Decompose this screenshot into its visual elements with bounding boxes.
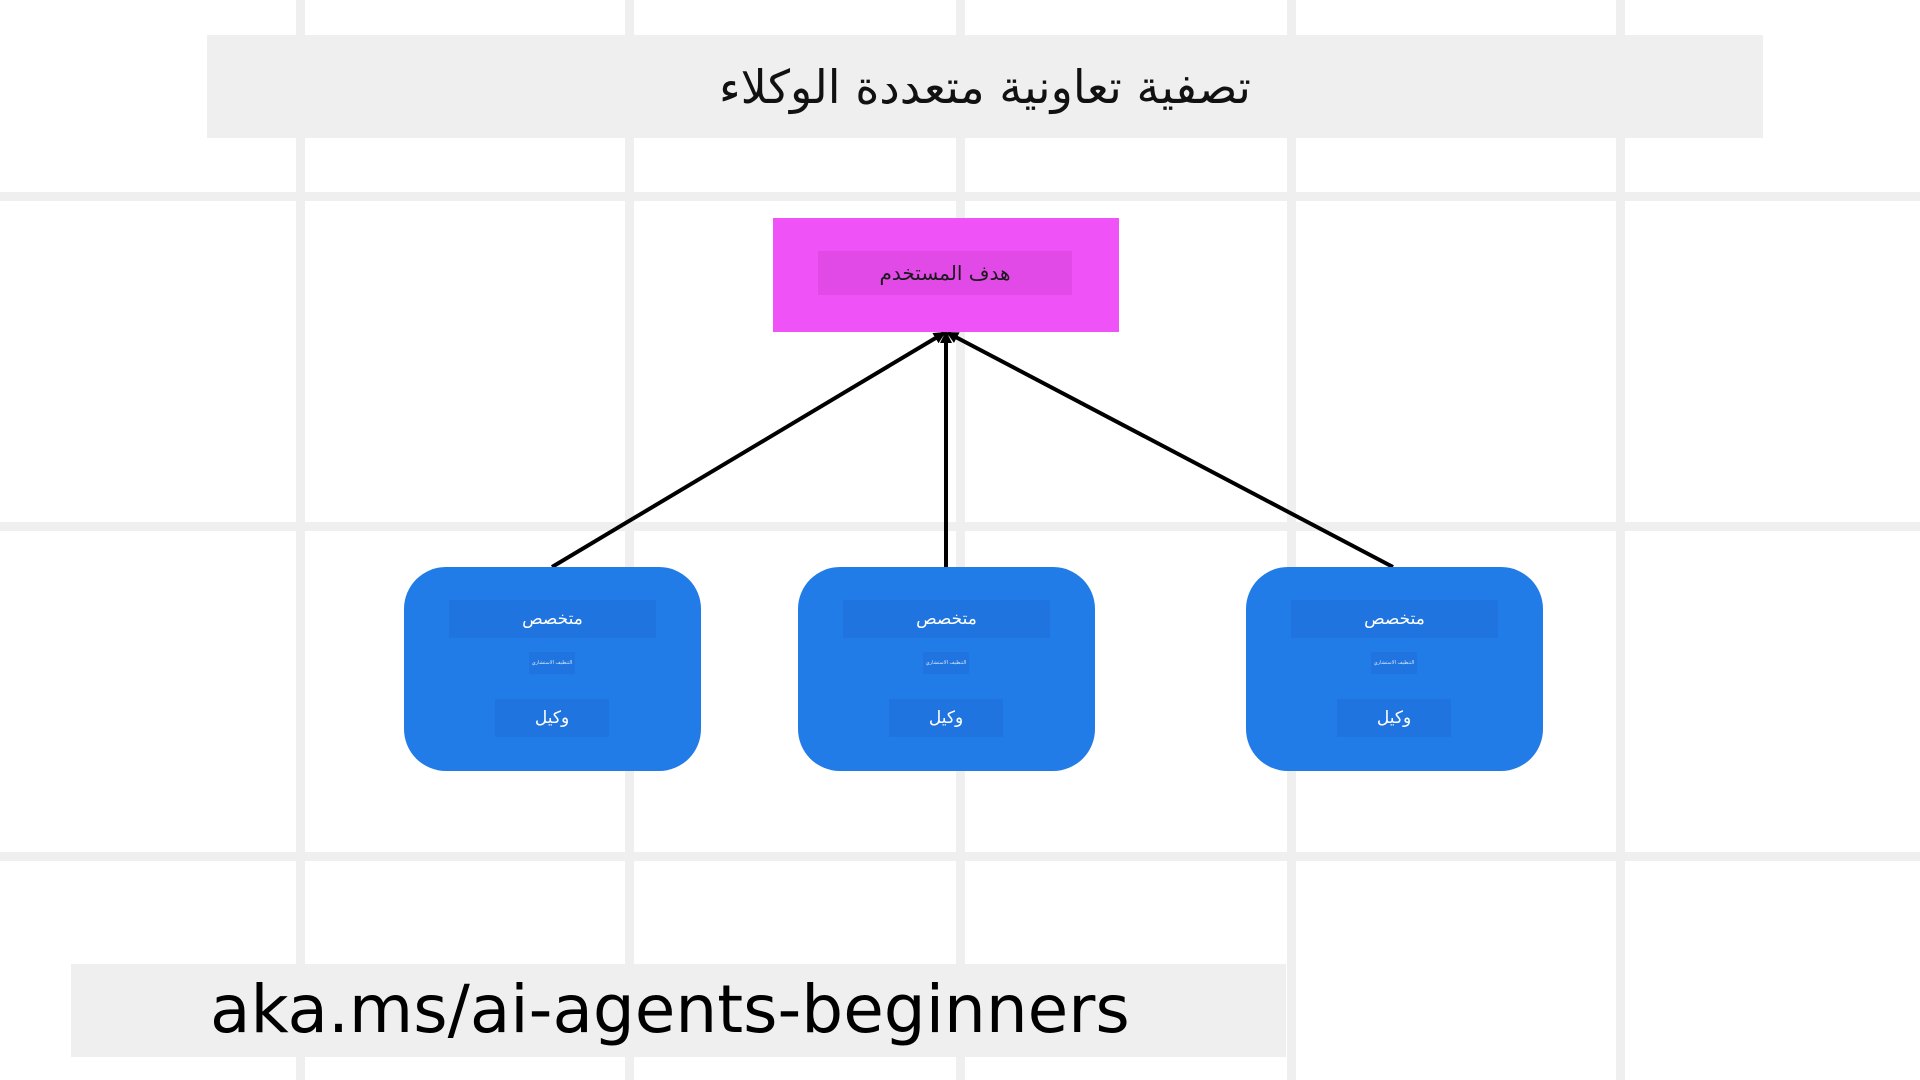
agent-node-center: متخصص التنظيف الاستشاري وكيل: [798, 567, 1095, 771]
footer-url[interactable]: aka.ms/ai-agents-beginners: [210, 971, 1130, 1048]
agent-title: متخصص: [1291, 600, 1498, 638]
footer-banner: aka.ms/ai-agents-beginners: [71, 964, 1286, 1057]
diagram-title: تصفية تعاونية متعددة الوكلاء: [719, 59, 1251, 114]
arrow-left-to-goal: [550, 331, 946, 569]
grid-line: [625, 0, 634, 1080]
grid-line: [0, 852, 1920, 861]
agent-subtitle: التنظيف الاستشاري: [1371, 652, 1417, 674]
grid-line: [956, 0, 965, 1080]
grid-line: [1287, 0, 1296, 1080]
agent-label: وكيل: [1337, 699, 1451, 737]
user-goal-label: هدف المستخدم: [818, 251, 1072, 295]
agent-subtitle: التنظيف الاستشاري: [529, 652, 575, 674]
grid-line: [1616, 0, 1625, 1080]
agent-label: وكيل: [889, 699, 1003, 737]
arrow-right-to-goal: [946, 331, 1394, 569]
agent-node-left: متخصص التنظيف الاستشاري وكيل: [404, 567, 701, 771]
title-banner: تصفية تعاونية متعددة الوكلاء: [207, 35, 1763, 138]
agent-subtitle: التنظيف الاستشاري: [923, 652, 969, 674]
agent-node-right: متخصص التنظيف الاستشاري وكيل: [1246, 567, 1543, 771]
grid-line: [0, 192, 1920, 201]
agent-title: متخصص: [843, 600, 1050, 638]
grid-line: [0, 522, 1920, 531]
agent-label: وكيل: [495, 699, 609, 737]
grid-line: [296, 0, 305, 1080]
user-goal-node: هدف المستخدم: [773, 218, 1119, 332]
agent-title: متخصص: [449, 600, 656, 638]
